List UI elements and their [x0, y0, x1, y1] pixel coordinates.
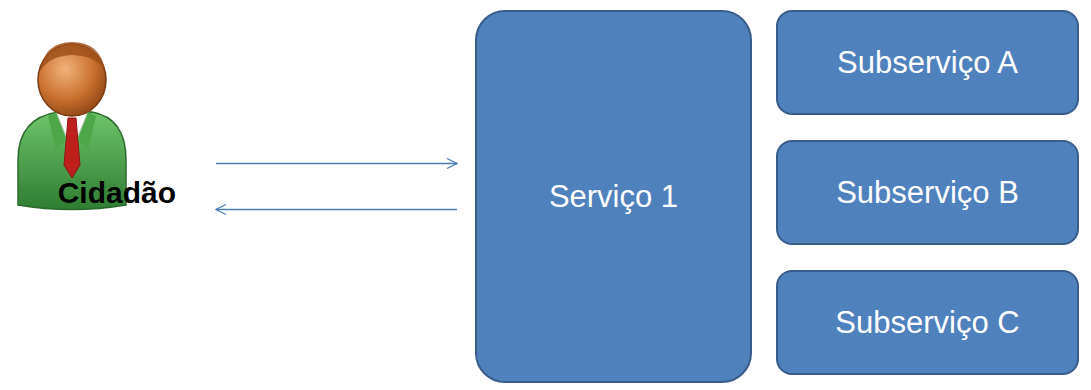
- subservice-box: Subserviço C: [776, 270, 1079, 375]
- service-box: Serviço 1: [475, 10, 752, 383]
- box-label: Subserviço A: [837, 45, 1018, 81]
- subservice-box: Subserviço A: [776, 10, 1079, 115]
- citizen-node: Cidadão: [0, 40, 176, 350]
- box-label: Subserviço B: [836, 175, 1019, 211]
- box-label: Serviço 1: [549, 179, 678, 215]
- subservice-box: Subserviço B: [776, 140, 1079, 245]
- flow-arrow: [216, 209, 457, 210]
- box-label: Subserviço C: [835, 305, 1019, 341]
- flow-arrow: [216, 163, 457, 164]
- person-label: Cidadão: [58, 176, 176, 211]
